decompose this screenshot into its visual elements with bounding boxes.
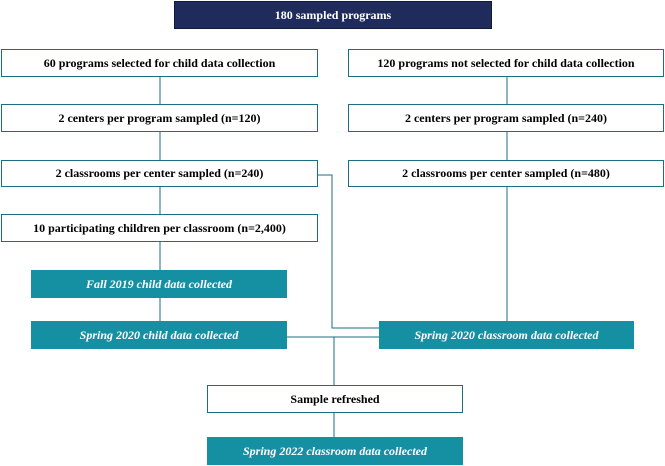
node-sampled-programs: 180 sampled programs [174, 1, 492, 29]
connector-left-classrooms-to-spring2020-classroom [318, 174, 379, 329]
node-right-centers: 2 centers per program sampled (n=240) [348, 104, 664, 132]
node-children: 10 participating children per classroom … [1, 214, 318, 242]
node-left-classrooms: 2 classrooms per center sampled (n=240) [1, 160, 318, 187]
node-left-centers: 2 centers per program sampled (n=120) [1, 104, 318, 132]
node-sample-refreshed: Sample refreshed [207, 385, 463, 413]
node-spring2020-child: Spring 2020 child data collected [31, 321, 287, 349]
node-right-programs: 120 programs not selected for child data… [348, 49, 664, 77]
node-left-programs: 60 programs selected for child data coll… [1, 49, 318, 77]
node-spring2020-classroom: Spring 2020 classroom data collected [379, 321, 634, 349]
node-fall2019-child: Fall 2019 child data collected [31, 270, 287, 298]
node-right-classrooms: 2 classrooms per center sampled (n=480) [348, 160, 664, 187]
node-spring2022-classroom: Spring 2022 classroom data collected [207, 437, 463, 465]
